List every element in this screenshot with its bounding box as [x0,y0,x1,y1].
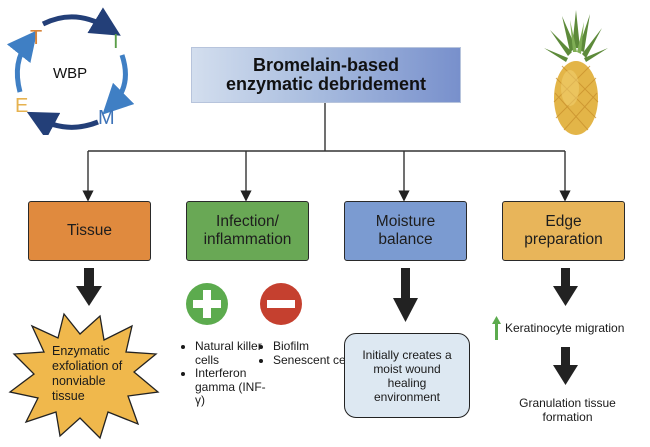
list-item: Senescent cells [273,353,358,368]
category-label: Tissue [66,222,113,239]
category-label: balance [378,231,433,248]
category-edge: Edge preparation [502,201,625,261]
tiem-letter-m: M [98,107,115,129]
tiem-letter-i: I [113,31,119,53]
moisture-outcome-box: Initially creates a moist wound healing … [344,333,470,418]
title-box: Bromelain-based enzymatic debridement [191,47,461,103]
keratinocyte-step: Keratinocyte migration [492,316,625,340]
category-label: Moisture [375,213,436,230]
granulation-step: Granulation tissue formation [519,396,616,424]
list-item: Biofilm [273,339,358,354]
tiem-letter-e: E [15,95,29,117]
category-label: inflammation [203,231,292,248]
wbp-label: WBP [53,65,88,82]
up-arrow-icon [492,316,501,340]
starburst-shape [8,312,160,440]
tiem-cycle: T I E M WBP [0,0,140,135]
big-arrow-edge-2 [553,347,578,385]
tiem-letter-t: T [30,27,43,49]
big-arrow-tissue [76,268,102,306]
category-label: preparation [524,231,603,248]
list-item: Natural killer cells [195,339,275,367]
category-label: Edge [545,213,582,230]
category-moisture: Moisture balance [344,201,467,261]
plus-icon [186,283,228,325]
big-arrow-moisture [393,268,418,322]
negative-list: Biofilm Senescent cells [258,339,358,368]
title-line-1: Bromelain-based [252,55,400,75]
tissue-outcome-text: Enzymatic exfoliation of nonviable tissu… [52,344,123,403]
list-item: Interferon gamma (INF-γ) [195,366,275,408]
keratinocyte-label: Keratinocyte migration [505,321,625,335]
category-label: Infection/ [216,213,279,230]
pineapple-icon [544,10,608,135]
cycle-arrows-icon [6,7,135,135]
category-infection: Infection/ inflammation [186,201,309,261]
category-tissue: Tissue [28,201,151,261]
title-line-2: enzymatic debridement [225,74,427,94]
positive-list: Natural killer cells Interferon gamma (I… [180,339,275,408]
big-arrow-edge-1 [553,268,578,306]
minus-icon [260,283,302,325]
